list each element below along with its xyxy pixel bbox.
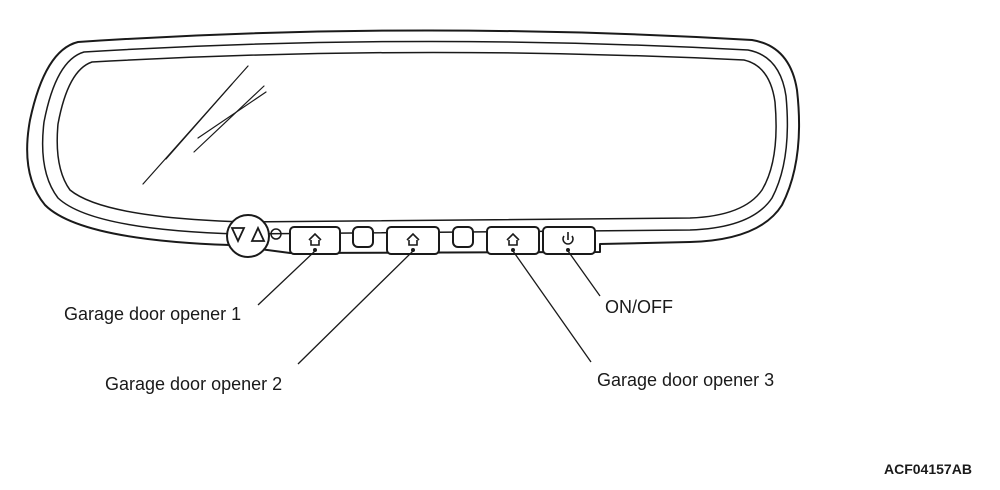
- spacer-button-1[interactable]: [352, 226, 374, 248]
- garage-house-icon: [506, 232, 520, 246]
- mirror-glass-edge: [56, 51, 777, 223]
- garage-door-opener-3-button[interactable]: [486, 226, 540, 255]
- label-garage-door-opener-2: Garage door opener 2: [105, 374, 283, 394]
- mirror-housing-outer: [26, 29, 801, 254]
- garage-door-opener-1-button[interactable]: [289, 226, 341, 255]
- button-strip: [289, 226, 596, 255]
- glass-reflection-lines: [142, 65, 267, 185]
- label-on-off: ON/OFF: [605, 297, 673, 317]
- leader-lines: [257, 250, 601, 365]
- figure-code: ACF04157AB: [884, 461, 972, 477]
- light-sensor-icon: [270, 228, 282, 240]
- auto-dim-dial: [226, 214, 270, 258]
- spacer-button-2[interactable]: [452, 226, 474, 248]
- garage-door-opener-2-button[interactable]: [386, 226, 440, 255]
- mirror-housing-inner-rim: [41, 40, 789, 235]
- auto-dim-control: [226, 214, 282, 258]
- triangle-down-icon: [230, 227, 246, 244]
- triangle-up-icon: [250, 225, 266, 242]
- leader-opener-2: [297, 250, 414, 365]
- garage-house-icon: [308, 232, 322, 246]
- label-garage-door-opener-3: Garage door opener 3: [597, 370, 775, 390]
- on-off-button[interactable]: [542, 226, 596, 255]
- leader-opener-1: [257, 250, 316, 306]
- leader-opener-3: [512, 250, 592, 363]
- power-icon: [562, 232, 574, 245]
- garage-house-icon: [406, 232, 420, 246]
- label-garage-door-opener-1: Garage door opener 1: [64, 304, 242, 324]
- leader-onoff: [567, 250, 601, 297]
